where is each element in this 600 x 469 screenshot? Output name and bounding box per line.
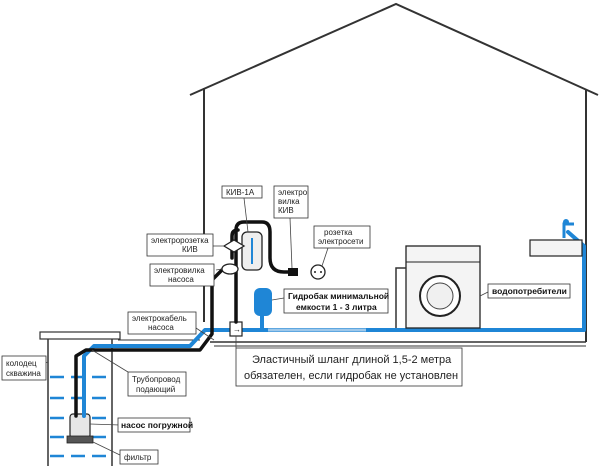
well-cap: [39, 331, 121, 340]
mains-socket: [310, 264, 326, 280]
label-supply-pipe-1: Трубопровод: [132, 375, 181, 384]
label-pump: насос погружной: [121, 420, 193, 430]
label-kiv-plug-1: электро: [278, 188, 308, 197]
label-box-pump: [117, 417, 191, 433]
mains-socket-hole: [314, 271, 316, 273]
supply-pipe: [82, 230, 586, 418]
label-supply-pipe-2: подающий: [136, 385, 175, 394]
label-tank-1: Гидробак минимальной: [288, 291, 389, 301]
label-hose-note-1: Эластичный шланг длиной 1,5-2 метра: [252, 354, 452, 366]
pump-plug: [221, 263, 239, 275]
label-hose-note-2: обязателен, если гидробак не установлен: [244, 370, 458, 382]
label-kiv: КИВ-1А: [226, 188, 255, 197]
label-well-2: скважина: [6, 369, 41, 378]
label-kiv-plug-2: вилка: [278, 197, 300, 206]
hydro-tank: [254, 288, 272, 316]
label-kiv-socket-1: электророзетка: [151, 236, 209, 245]
label-box-tank: [283, 288, 389, 314]
label-box-mains-socket: [313, 225, 371, 249]
house-roof: [189, 2, 599, 96]
label-box-supply-pipe: [127, 371, 187, 397]
faucet-handle: [563, 219, 569, 225]
label-consumers: водопотребители: [492, 286, 567, 296]
label-box-kiv-socket: [146, 233, 214, 257]
label-kiv-socket-2: КИВ: [182, 245, 198, 254]
pump-body: [69, 413, 91, 439]
pump-filter: [66, 435, 94, 444]
kiv-cable-loop: [234, 220, 294, 324]
label-pump-plug-2: насоса: [168, 275, 194, 284]
label-box-well: [1, 355, 47, 381]
label-box-hose-note: [235, 347, 463, 387]
kiv-socket-cable: [230, 228, 240, 260]
well-water: [50, 375, 110, 458]
mains-socket-hole: [320, 271, 322, 273]
label-box-pump-cable: [127, 311, 197, 335]
washer-door-glass: [426, 282, 454, 310]
label-well-1: колодец: [6, 359, 37, 368]
label-pump-cable-1: электрокабель: [132, 314, 187, 323]
label-box-consumers: [487, 283, 571, 299]
kiv-socket: [222, 239, 246, 253]
label-pump-plug-1: электровилка: [154, 266, 205, 275]
svg-text:→: →: [233, 325, 241, 334]
label-tank-2: емкости 1 - 3 литра: [296, 302, 377, 312]
label-mains-socket-2: электросети: [318, 237, 364, 246]
kiv-plug: [288, 268, 298, 276]
label-mains-socket-1: розетка: [324, 228, 353, 237]
leader-lines: [29, 197, 489, 457]
label-pump-cable-2: насоса: [148, 323, 174, 332]
washer-hose: [395, 267, 406, 328]
label-kiv-plug-3: КИВ: [278, 206, 294, 215]
label-filter: фильтр: [124, 453, 152, 462]
label-box-kiv-plug: [273, 185, 309, 219]
label-box-kiv: [221, 185, 263, 199]
label-box-filter: [119, 449, 159, 465]
label-box-pump-plug: [149, 263, 215, 287]
sink: [529, 239, 583, 257]
